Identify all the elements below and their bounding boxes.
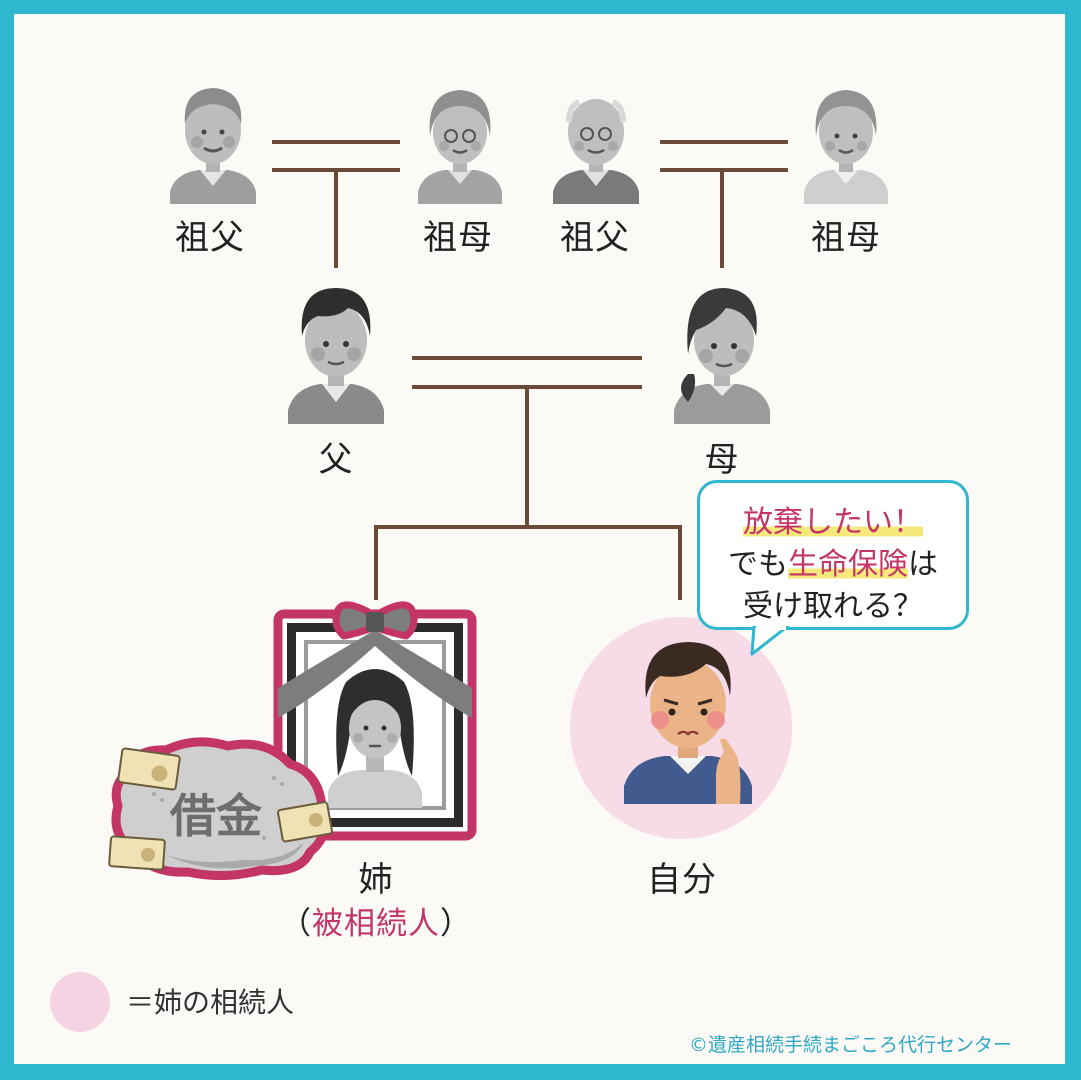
bubble-highlight-renounce: 放棄したい！ bbox=[743, 505, 923, 540]
sister-role-close-paren: ） bbox=[440, 906, 472, 942]
label-father: 父 bbox=[319, 432, 354, 481]
copyright-credit: ©遺産相続手続まごころ代行センター bbox=[689, 1030, 1012, 1057]
self-illustration bbox=[620, 636, 756, 804]
bubble-line-3: 受け取れる？ bbox=[700, 581, 966, 625]
legend-text: ＝姉の相続人 bbox=[126, 981, 294, 1021]
bubble-line-2-suffix: は bbox=[908, 547, 938, 582]
label-sister: 姉 bbox=[359, 852, 394, 901]
sister-role-open-paren: （ bbox=[280, 906, 312, 942]
bubble-line-2-prefix: でも bbox=[728, 547, 788, 582]
grandfather-maternal-illustration bbox=[553, 82, 639, 204]
grandfather-paternal-illustration bbox=[170, 82, 256, 204]
bubble-highlight-life-insurance: 生命保険 bbox=[788, 547, 908, 582]
debt-label: 借金 bbox=[169, 789, 263, 843]
debt-rock-illustration: 借金 bbox=[104, 734, 336, 880]
sister-role-text: 被相続人 bbox=[312, 906, 440, 942]
father-illustration bbox=[288, 284, 384, 424]
label-sister-role: （被相続人） bbox=[280, 898, 472, 943]
mother-illustration bbox=[674, 284, 770, 424]
label-self: 自分 bbox=[647, 852, 717, 901]
grandmother-paternal-illustration bbox=[418, 84, 502, 204]
label-grandfather-paternal: 祖父 bbox=[175, 210, 245, 259]
speech-bubble-tail bbox=[748, 626, 792, 658]
banknote-icon bbox=[118, 748, 180, 790]
banknote-icon bbox=[109, 836, 165, 870]
bubble-line-2: でも生命保険は bbox=[700, 539, 966, 583]
label-grandfather-maternal: 祖父 bbox=[560, 210, 630, 259]
label-grandmother-paternal: 祖母 bbox=[423, 210, 493, 259]
label-mother: 母 bbox=[705, 432, 740, 481]
label-grandmother-maternal: 祖母 bbox=[811, 210, 881, 259]
bubble-line-1: 放棄したい！ bbox=[700, 497, 966, 541]
grandmother-maternal-illustration bbox=[804, 84, 888, 204]
speech-bubble: 放棄したい！ でも生命保険は 受け取れる？ bbox=[697, 480, 969, 630]
legend-swatch bbox=[50, 972, 110, 1032]
